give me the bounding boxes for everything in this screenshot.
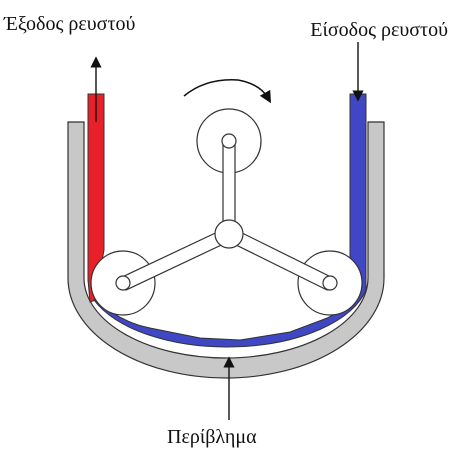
housing-shell [67, 121, 385, 379]
fluid-inlet-label: Είσοδος ρευστού [310, 19, 448, 41]
rotation-arrow-icon [183, 79, 271, 104]
right-roller-pin [322, 275, 338, 291]
housing-label: Περίβλημα [167, 426, 257, 448]
top-roller-pin [221, 133, 237, 149]
rotor [90, 108, 363, 316]
inlet-fluid-channel [93, 93, 367, 348]
fluid-outlet-label: Έξοδος ρευστού [4, 13, 136, 35]
rotor-arm-top [222, 140, 236, 233]
rotor-hub [214, 219, 244, 249]
left-roller-pin [115, 275, 131, 291]
